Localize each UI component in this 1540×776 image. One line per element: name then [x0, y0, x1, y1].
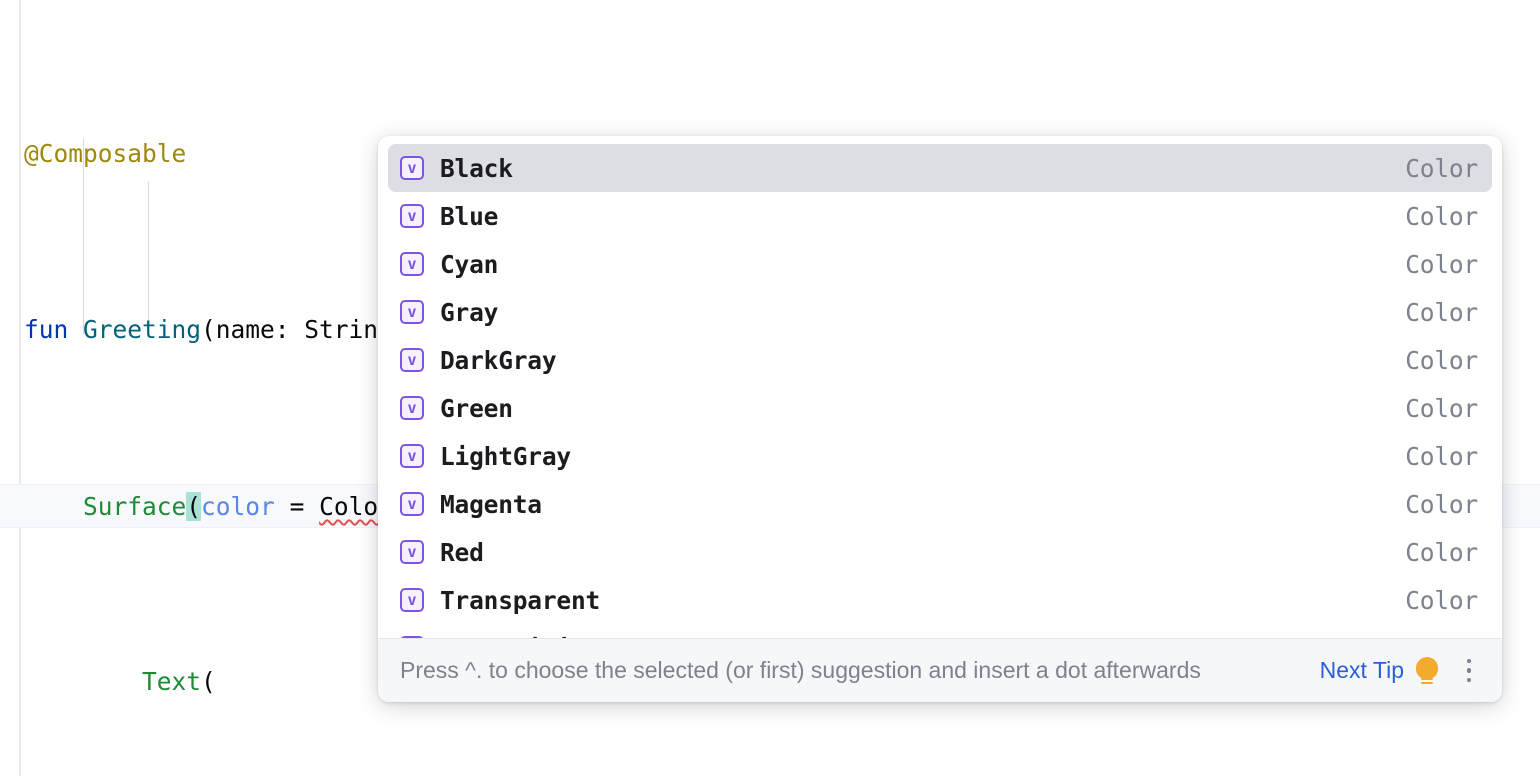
- surface-call-token: Surface: [83, 492, 187, 521]
- completion-item-type: Color: [1405, 153, 1478, 183]
- next-tip-link[interactable]: Next Tip: [1319, 657, 1404, 683]
- property-v-icon: v: [400, 444, 424, 468]
- completion-item-label: DarkGray: [440, 345, 557, 375]
- property-v-icon: v: [400, 588, 424, 612]
- completion-item-type: Color: [1405, 585, 1478, 615]
- completion-item-type: Color: [1405, 249, 1478, 279]
- kebab-dot: [1466, 677, 1472, 683]
- lightbulb-base-1: [1421, 677, 1433, 681]
- code-line-annotation[interactable]: @Composable: [0, 132, 1540, 176]
- property-icon-glyph: v: [407, 446, 417, 465]
- kebab-dot: [1466, 668, 1472, 673]
- completion-item-darkgray[interactable]: v DarkGray Color: [388, 336, 1492, 384]
- property-v-icon: v: [400, 348, 424, 372]
- property-v-icon: v: [400, 156, 424, 180]
- property-icon-glyph: v: [407, 254, 417, 273]
- kebab-dot: [1466, 658, 1472, 664]
- completion-item-gray[interactable]: v Gray Color: [388, 288, 1492, 336]
- property-icon-glyph: v: [407, 398, 417, 417]
- completion-item-label: Magenta: [440, 489, 542, 519]
- completion-item-lightgray[interactable]: v LightGray Color: [388, 432, 1492, 480]
- text-call-token: Text: [142, 667, 202, 696]
- completion-item-type: Color: [1405, 489, 1478, 519]
- indent: [24, 492, 83, 521]
- completion-item-label: Red: [440, 537, 484, 567]
- equals-token: =: [274, 492, 320, 521]
- indent-guide: [148, 182, 149, 334]
- property-v-icon: v: [400, 300, 424, 324]
- completion-item-label: Black: [440, 153, 513, 183]
- property-v-icon: v: [400, 396, 424, 420]
- completion-item-type: Color: [1405, 393, 1478, 423]
- completion-item-label: Cyan: [440, 249, 499, 279]
- property-v-icon: v: [400, 204, 424, 228]
- matching-open-paren: (: [186, 492, 202, 521]
- property-icon-glyph: v: [407, 350, 417, 369]
- lightbulb-icon: [1414, 656, 1440, 685]
- completion-item-type: Color: [1405, 441, 1478, 471]
- lightbulb-base-2: [1421, 681, 1433, 685]
- property-icon-glyph: v: [407, 302, 417, 321]
- property-icon-glyph: v: [407, 542, 417, 561]
- completion-item-transparent[interactable]: v Transparent Color: [388, 576, 1492, 624]
- gutter-divider: [19, 0, 21, 776]
- code-line-text-open[interactable]: Text(: [0, 660, 1540, 704]
- completion-item-label: Green: [440, 393, 513, 423]
- completion-item-label: LightGray: [440, 441, 571, 471]
- named-arg-color-token: color: [201, 492, 275, 521]
- property-icon-glyph: v: [407, 206, 417, 225]
- completion-item-type: Color: [1405, 297, 1478, 327]
- completion-item-cyan[interactable]: v Cyan Color: [388, 240, 1492, 288]
- completion-item-type: Color: [1405, 537, 1478, 567]
- completion-item-label: Transparent: [440, 585, 601, 615]
- completion-item-label: Blue: [440, 201, 499, 231]
- property-icon-glyph: v: [407, 494, 417, 513]
- keyword-fun-token: fun: [24, 315, 69, 344]
- kebab-menu-icon[interactable]: [1458, 657, 1480, 685]
- indent-guide: [83, 138, 84, 334]
- lightbulb-glass: [1416, 656, 1438, 679]
- text-open-paren: (: [201, 667, 216, 696]
- space: [68, 315, 83, 344]
- completion-item-type: Color: [1405, 345, 1478, 375]
- completion-item-label: Gray: [440, 297, 499, 327]
- annotation-token: @Composable: [24, 139, 187, 168]
- property-v-icon: v: [400, 540, 424, 564]
- completion-hint-text: Press ^. to choose the selected (or firs…: [400, 657, 1201, 683]
- editor-gutter: [0, 0, 19, 776]
- property-icon-glyph: v: [407, 590, 417, 609]
- completion-item-black[interactable]: v Black Color: [388, 144, 1492, 192]
- function-name-token: Greeting: [83, 315, 202, 344]
- completion-item-green[interactable]: v Green Color: [388, 384, 1492, 432]
- completion-item-type: Color: [1405, 201, 1478, 231]
- completion-popup-footer: Press ^. to choose the selected (or firs…: [378, 638, 1502, 702]
- property-v-icon: v: [400, 252, 424, 276]
- completion-item-red[interactable]: v Red Color: [388, 528, 1492, 576]
- indent: [24, 667, 142, 696]
- completion-item-magenta[interactable]: v Magenta Color: [388, 480, 1492, 528]
- property-icon-glyph: v: [407, 158, 417, 177]
- property-v-icon: v: [400, 492, 424, 516]
- completion-item-blue[interactable]: v Blue Color: [388, 192, 1492, 240]
